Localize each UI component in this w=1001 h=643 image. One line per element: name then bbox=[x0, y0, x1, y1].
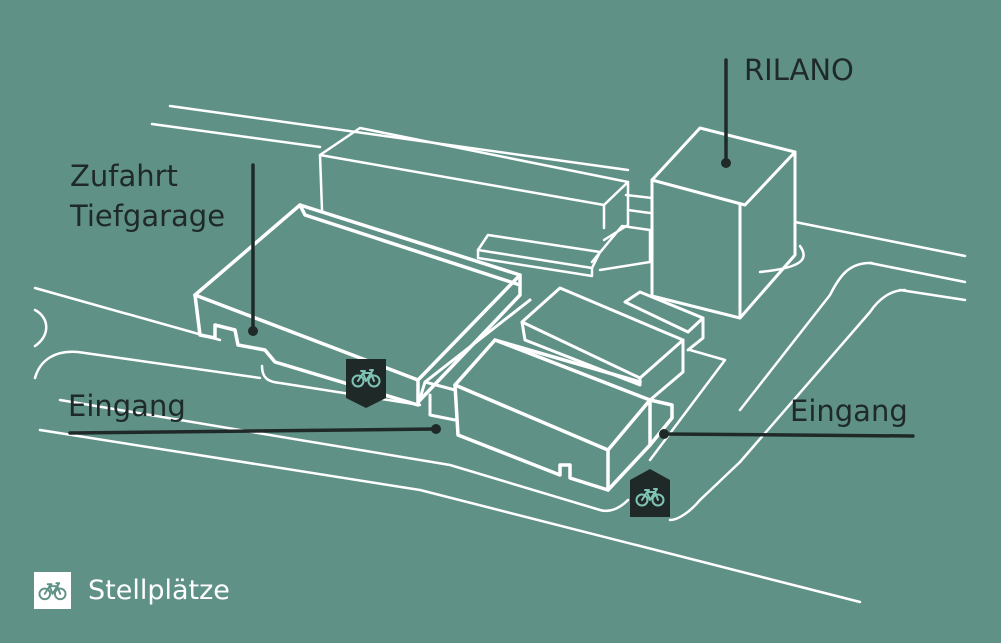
leader-zufahrt bbox=[248, 163, 258, 336]
road-right-block bbox=[738, 261, 874, 412]
leader-rilano bbox=[721, 58, 731, 168]
label-rilano: RILANO bbox=[744, 53, 854, 87]
building-rilano-tower bbox=[650, 126, 797, 320]
bike-parking-marker-1 bbox=[346, 359, 386, 408]
road-bottom-outer bbox=[38, 428, 862, 604]
label-tiefgarage: Tiefgarage bbox=[70, 199, 226, 233]
road-left-curve bbox=[33, 308, 48, 348]
road-bottom-main bbox=[58, 398, 630, 513]
road-bottom-right bbox=[668, 460, 742, 522]
label-zufahrt: Zufahrt bbox=[70, 159, 178, 193]
roads bbox=[33, 104, 967, 604]
road-top-edge-1 bbox=[168, 104, 630, 172]
road-left-outer bbox=[33, 286, 222, 342]
road-upper-right-1 bbox=[793, 220, 967, 258]
road-right-block-3 bbox=[898, 288, 967, 302]
legend-bicycle-icon bbox=[34, 572, 71, 609]
building-back-long bbox=[318, 126, 630, 242]
label-eingang-right: Eingang bbox=[790, 394, 908, 428]
road-top-edge-2 bbox=[150, 122, 322, 149]
bike-parking-marker-2 bbox=[630, 469, 670, 517]
leader-eingang-left bbox=[68, 424, 441, 435]
bicycle-icon bbox=[38, 582, 67, 601]
road-upper-right-2 bbox=[758, 244, 805, 274]
legend-label: Stellplätze bbox=[88, 575, 230, 606]
road-top-edge-3 bbox=[624, 193, 654, 200]
building-connector bbox=[476, 224, 652, 278]
leader-eingang-right bbox=[659, 429, 915, 439]
label-eingang-left: Eingang bbox=[68, 389, 186, 423]
sidewalk-bottom bbox=[260, 364, 422, 407]
road-right-block-2 bbox=[868, 261, 967, 284]
road-left-lower bbox=[33, 350, 262, 380]
building-front bbox=[453, 338, 674, 492]
building-side-small bbox=[623, 290, 705, 352]
road-top-edge-4 bbox=[626, 208, 652, 215]
building-link bbox=[416, 298, 532, 422]
sidewalk-right bbox=[648, 348, 727, 462]
